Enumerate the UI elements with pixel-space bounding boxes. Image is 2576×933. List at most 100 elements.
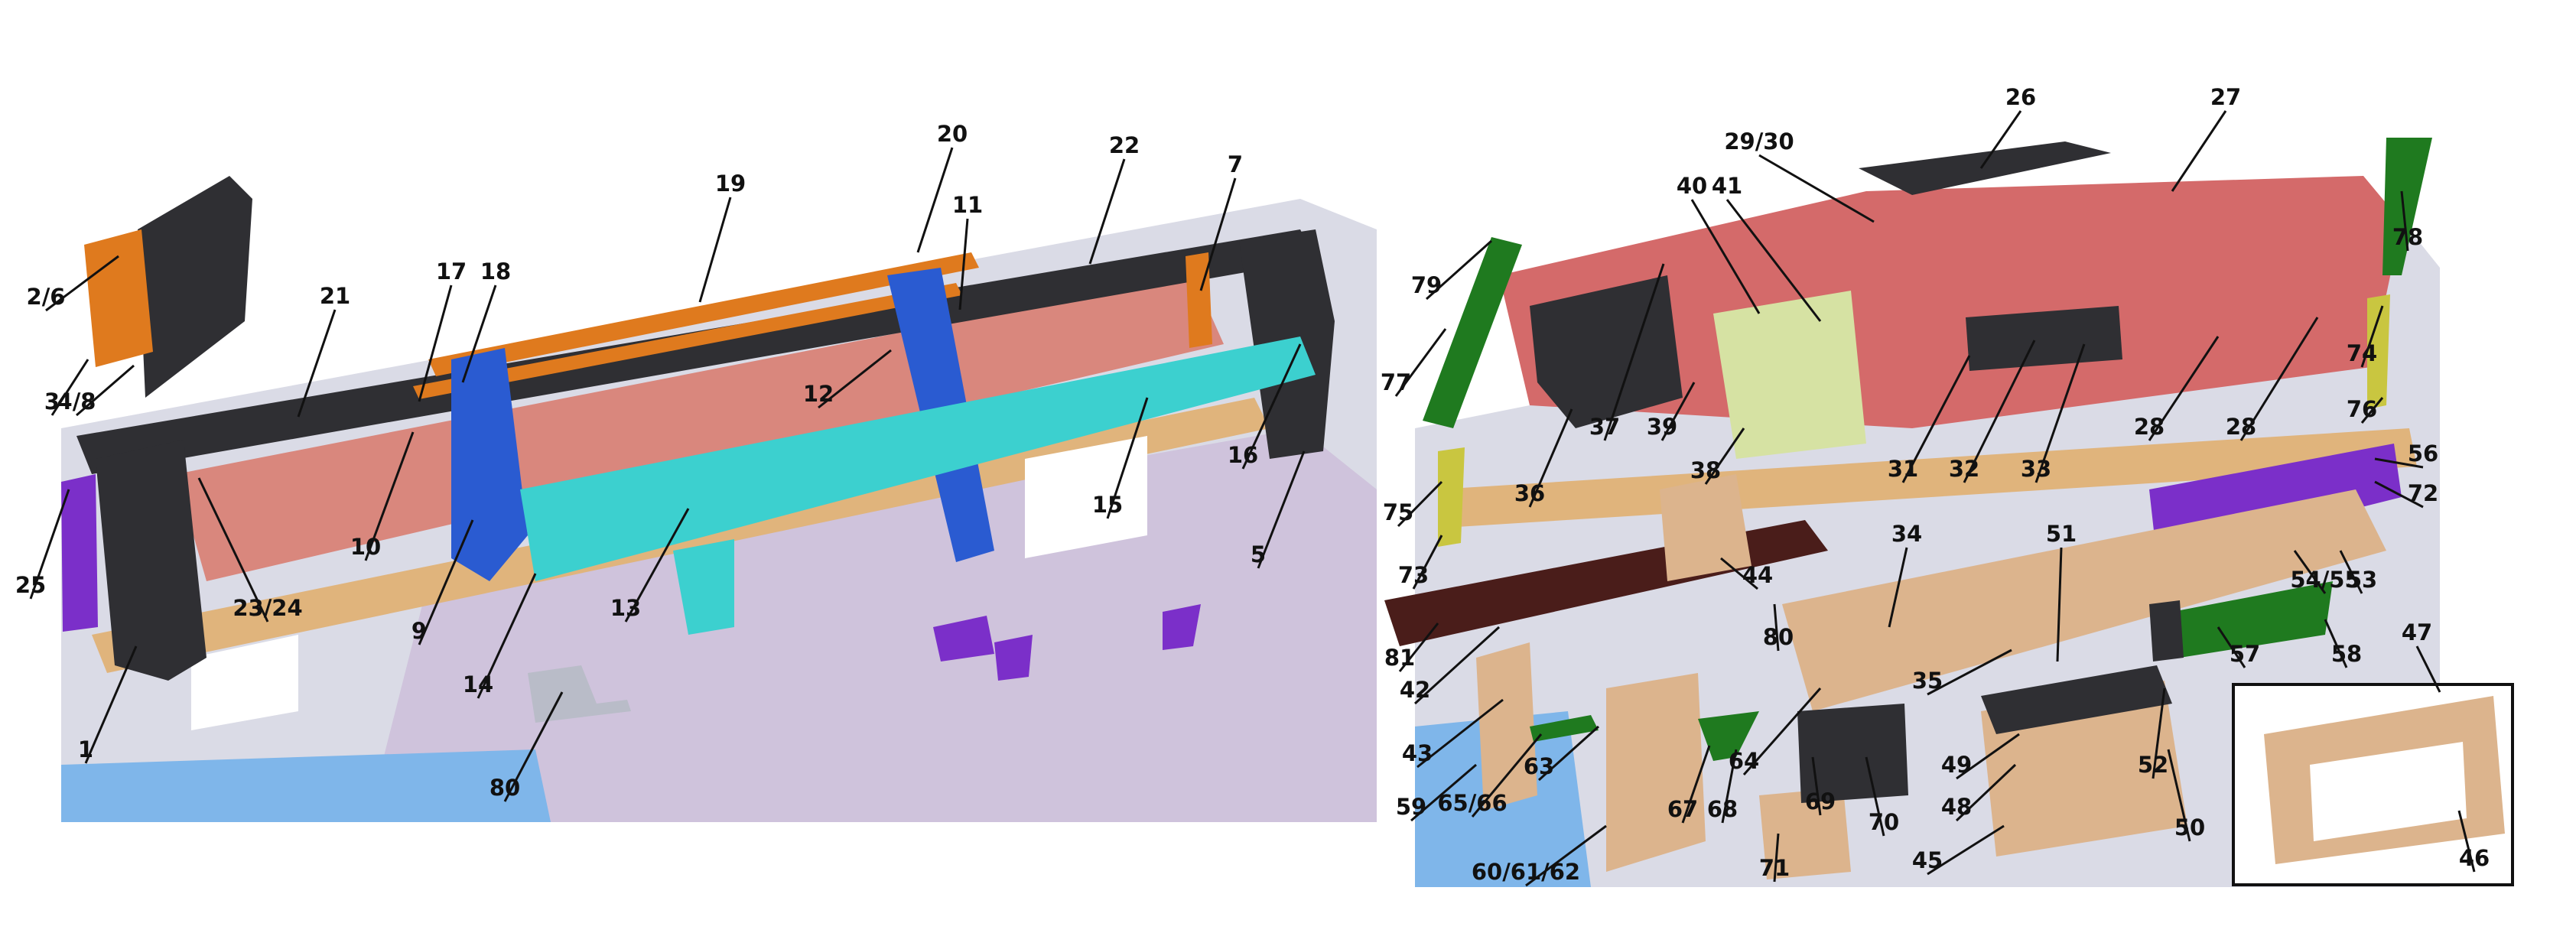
right-assembly-view — [1384, 138, 2514, 887]
callout-label-28a: 28 — [2134, 414, 2165, 440]
orange-upper-rail — [428, 252, 979, 376]
leader-line-78 — [2400, 190, 2409, 252]
tan-column-cover — [1606, 673, 1706, 872]
callout-label-74: 74 — [2347, 340, 2377, 366]
tan-lower-trim — [1782, 489, 2386, 711]
leader-line-50 — [2167, 749, 2191, 842]
callout-label-41: 41 — [1712, 173, 1742, 199]
callout-label-34: 34 — [1891, 521, 1922, 547]
callout-label-56: 56 — [2408, 440, 2438, 466]
callout-label-81: 81 — [1384, 645, 1415, 671]
left-cutout — [191, 635, 298, 730]
floor-blue-section — [61, 749, 551, 822]
leader-line-12 — [818, 349, 892, 409]
callout-label-50: 50 — [2174, 814, 2205, 840]
callout-label-49: 49 — [1941, 752, 1972, 778]
callout-label-3: 3 — [44, 388, 60, 414]
purple-left-bracket — [61, 474, 98, 632]
callout-label-51: 51 — [2046, 521, 2077, 547]
leader-line-57 — [2217, 626, 2246, 668]
callout-label-72: 72 — [2408, 480, 2438, 506]
leader-line-56 — [2374, 457, 2424, 469]
leader-line-38 — [1704, 427, 1745, 485]
callout-label-14: 14 — [463, 671, 493, 697]
callout-label-78: 78 — [2392, 224, 2423, 250]
callout-label-63: 63 — [1524, 753, 1554, 779]
black-knob-52 — [2149, 600, 2184, 662]
callout-label-13: 13 — [610, 595, 641, 621]
callout-label-23-24: 23/24 — [233, 595, 302, 621]
callout-label-57: 57 — [2230, 641, 2260, 667]
center-vent-module — [1966, 306, 2122, 371]
purple-floor-bracket-c — [1163, 604, 1201, 650]
callout-label-1: 1 — [78, 736, 93, 762]
orange-rail-bar — [413, 283, 962, 399]
leader-line-14 — [476, 573, 537, 699]
leader-line-27 — [2171, 110, 2227, 192]
leader-line-63 — [1537, 725, 1600, 782]
tan-console-left — [1476, 642, 1537, 811]
leader-line-19 — [698, 197, 732, 303]
leader-line-44 — [1720, 557, 1758, 590]
leader-line-28b — [2239, 317, 2319, 441]
callout-label-38: 38 — [1690, 457, 1721, 483]
callout-label-15: 15 — [1092, 492, 1123, 518]
green-strip-57 — [2172, 581, 2333, 658]
left-assembly-view — [61, 176, 1377, 822]
leader-line-70 — [1865, 756, 1885, 837]
callout-label-69: 69 — [1805, 788, 1836, 814]
leader-line-64 — [1742, 688, 1822, 775]
callout-label-29-30: 29/30 — [1724, 128, 1794, 154]
callout-label-48: 48 — [1941, 794, 1972, 820]
leader-line-53 — [2339, 550, 2363, 594]
leader-line-73 — [1412, 535, 1443, 590]
callout-label-77: 77 — [1381, 369, 1411, 395]
callout-label-54-55: 54/55 — [2290, 567, 2360, 593]
callout-label-68: 68 — [1707, 796, 1738, 822]
callout-label-79: 79 — [1411, 272, 1442, 298]
callout-label-5: 5 — [1251, 541, 1266, 567]
leader-line-59 — [1410, 763, 1477, 822]
leader-line-11 — [958, 218, 969, 310]
leader-line-13 — [624, 508, 690, 623]
callout-label-39: 39 — [1647, 414, 1677, 440]
callout-label-65-66: 65/66 — [1437, 790, 1507, 816]
leader-line-65-66 — [1471, 733, 1543, 818]
callout-label-40: 40 — [1677, 173, 1707, 199]
callout-label-76: 76 — [2347, 396, 2377, 422]
callout-label-32: 32 — [1949, 456, 1979, 482]
leader-line-52 — [2152, 688, 2166, 779]
callout-label-47: 47 — [2402, 619, 2432, 645]
leader-line-16 — [1241, 343, 1302, 470]
callout-label-42: 42 — [1400, 677, 1430, 703]
callout-label-73: 73 — [1398, 562, 1429, 588]
firewall-panel — [176, 275, 1224, 581]
right-cutout — [1025, 436, 1147, 558]
leader-line-4-8 — [76, 364, 135, 417]
green-strip-63 — [1530, 715, 1599, 742]
yellow-right-post — [2367, 294, 2390, 409]
tan-frame-71 — [1759, 788, 1851, 879]
purple-floor-bracket-a — [933, 616, 994, 662]
callout-label-10: 10 — [350, 534, 381, 560]
leader-line-36 — [1528, 408, 1573, 508]
callout-label-35: 35 — [1912, 668, 1943, 694]
callout-label-36: 36 — [1514, 480, 1545, 506]
leader-line-29-30 — [1758, 154, 1875, 223]
callout-label-4-8: 4/8 — [57, 388, 96, 414]
leader-line-43 — [1416, 698, 1504, 769]
leader-line-23-24 — [197, 477, 269, 623]
leader-line-81 — [1398, 623, 1439, 672]
leader-line-34 — [1888, 547, 1908, 628]
callout-label-25: 25 — [15, 572, 46, 598]
leader-line-54-55 — [2293, 550, 2327, 594]
callout-label-19: 19 — [715, 171, 746, 197]
callout-label-67: 67 — [1667, 796, 1698, 822]
callout-label-43: 43 — [1402, 740, 1433, 766]
leader-line-17 — [418, 284, 453, 402]
callout-label-16: 16 — [1228, 442, 1258, 468]
leader-line-69 — [1811, 756, 1822, 816]
callout-label-11: 11 — [952, 192, 983, 218]
